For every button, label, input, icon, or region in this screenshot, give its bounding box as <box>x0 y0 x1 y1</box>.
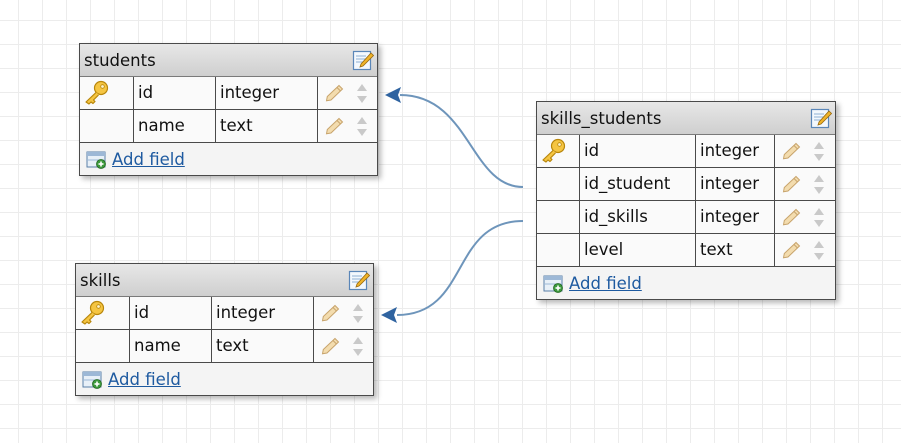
field-row-name[interactable]: name text <box>80 110 377 143</box>
add-field-icon[interactable] <box>86 151 108 169</box>
table-header[interactable]: skills_students <box>537 102 835 135</box>
field-actions <box>314 297 373 329</box>
table-title: skills_students <box>541 109 662 128</box>
key-cell <box>537 201 580 233</box>
relation-arrow-students <box>385 87 401 103</box>
key-icon <box>85 80 109 105</box>
key-icon <box>81 300 105 325</box>
field-type: integer <box>696 135 775 167</box>
field-type: text <box>696 234 775 266</box>
up-down-arrows-icon[interactable] <box>356 116 368 137</box>
up-down-arrows-icon[interactable] <box>813 207 825 228</box>
relation-arrow-skills <box>381 307 397 323</box>
field-row-name[interactable]: name text <box>76 330 373 363</box>
table-title: students <box>84 51 156 70</box>
field-actions <box>775 201 835 233</box>
field-row-id[interactable]: id integer <box>76 297 373 330</box>
up-down-arrows-icon[interactable] <box>813 174 825 195</box>
field-row-id[interactable]: id integer <box>537 135 835 168</box>
add-field-icon[interactable] <box>82 371 104 389</box>
table-skills[interactable]: skills id integer <box>75 263 374 396</box>
add-field-link[interactable]: Add field <box>108 370 181 389</box>
key-icon <box>542 138 566 163</box>
field-type: integer <box>696 168 775 200</box>
field-type: integer <box>696 201 775 233</box>
pencil-icon[interactable] <box>781 241 801 259</box>
field-name: level <box>580 234 696 266</box>
up-down-arrows-icon[interactable] <box>813 141 825 162</box>
edit-table-icon[interactable] <box>352 49 374 71</box>
table-header[interactable]: skills <box>76 264 373 297</box>
field-name: id <box>580 135 696 167</box>
add-field-row: Add field <box>80 143 377 175</box>
pencil-icon[interactable] <box>781 175 801 193</box>
table-skills-students[interactable]: skills_students id integer <box>536 101 836 300</box>
add-field-row: Add field <box>537 267 835 299</box>
pencil-icon[interactable] <box>320 337 340 355</box>
add-field-link[interactable]: Add field <box>569 274 642 293</box>
table-students[interactable]: students id integer <box>79 43 378 176</box>
field-type: text <box>212 330 314 362</box>
relation-line-skills <box>396 220 524 316</box>
field-row-id-skills[interactable]: id_skills integer <box>537 201 835 234</box>
field-type: integer <box>216 77 318 109</box>
field-actions <box>775 135 835 167</box>
field-name: id_student <box>580 168 696 200</box>
add-field-icon[interactable] <box>543 275 565 293</box>
relation-line-students <box>399 94 524 188</box>
field-row-id[interactable]: id integer <box>80 77 377 110</box>
pencil-icon[interactable] <box>324 117 344 135</box>
key-cell <box>80 77 134 109</box>
field-actions <box>314 330 373 362</box>
field-row-id-student[interactable]: id_student integer <box>537 168 835 201</box>
field-type: text <box>216 110 318 142</box>
key-cell <box>537 135 580 167</box>
edit-table-icon[interactable] <box>348 269 370 291</box>
pencil-icon[interactable] <box>781 208 801 226</box>
edit-table-icon[interactable] <box>810 107 832 129</box>
field-actions <box>318 77 377 109</box>
field-actions <box>775 234 835 266</box>
field-name: id <box>130 297 212 329</box>
field-actions <box>318 110 377 142</box>
pencil-icon[interactable] <box>781 142 801 160</box>
table-header[interactable]: students <box>80 44 377 77</box>
up-down-arrows-icon[interactable] <box>352 336 364 357</box>
add-field-row: Add field <box>76 363 373 395</box>
field-name: id <box>134 77 216 109</box>
up-down-arrows-icon[interactable] <box>356 83 368 104</box>
table-title: skills <box>80 271 121 290</box>
key-cell <box>537 168 580 200</box>
field-row-level[interactable]: level text <box>537 234 835 267</box>
key-cell <box>76 297 130 329</box>
field-name: id_skills <box>580 201 696 233</box>
key-cell <box>537 234 580 266</box>
field-type: integer <box>212 297 314 329</box>
key-cell <box>76 330 130 362</box>
up-down-arrows-icon[interactable] <box>813 240 825 261</box>
pencil-icon[interactable] <box>324 84 344 102</box>
field-name: name <box>134 110 216 142</box>
key-cell <box>80 110 134 142</box>
pencil-icon[interactable] <box>320 304 340 322</box>
field-actions <box>775 168 835 200</box>
up-down-arrows-icon[interactable] <box>352 303 364 324</box>
add-field-link[interactable]: Add field <box>112 150 185 169</box>
field-name: name <box>130 330 212 362</box>
